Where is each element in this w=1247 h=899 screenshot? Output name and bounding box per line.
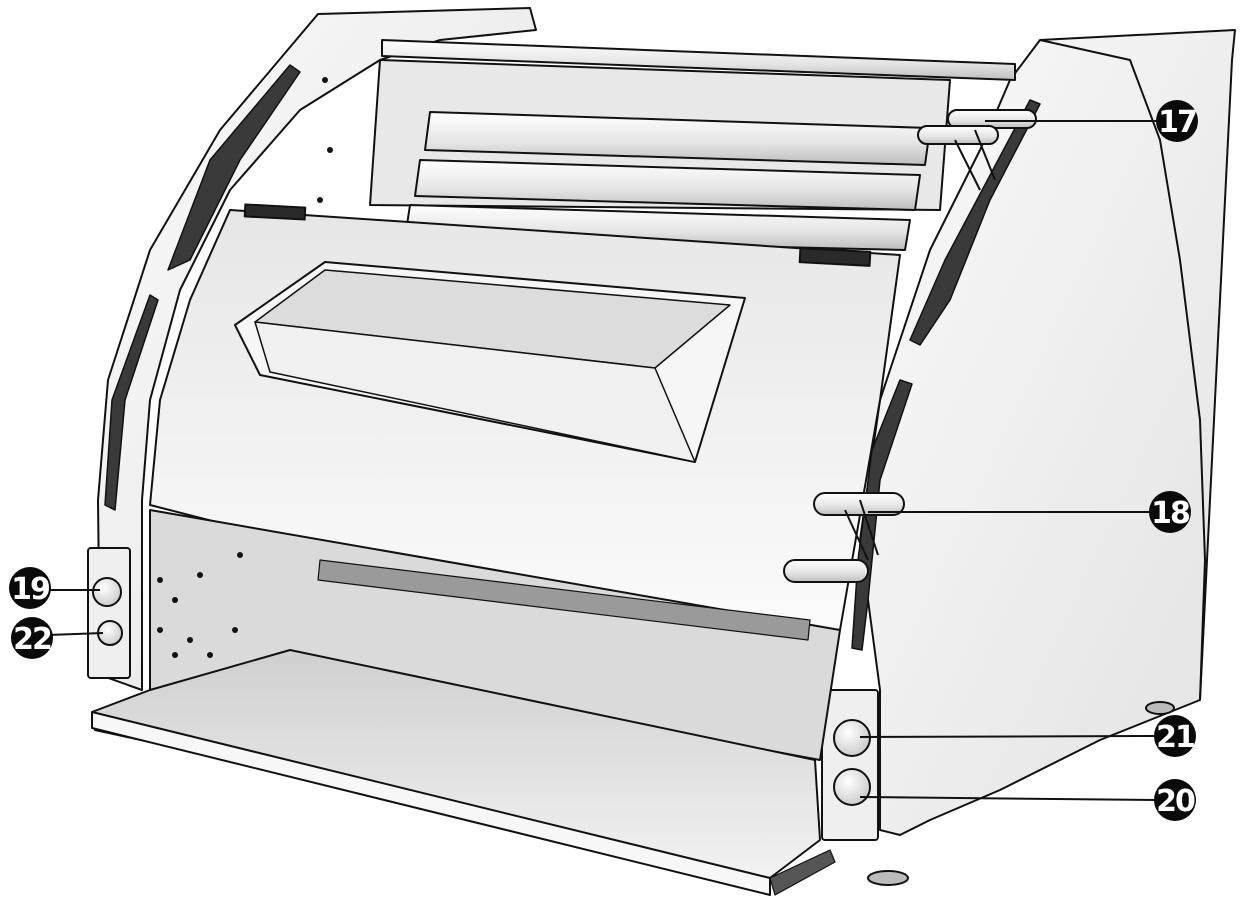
right-control-box	[821, 689, 879, 841]
right-panel-edge	[1039, 39, 1206, 701]
callout-number: 21	[1156, 720, 1194, 755]
callout-layer: 17 18 19 22 21 20	[9, 100, 1198, 821]
tray-foot	[769, 849, 836, 896]
knob-21	[833, 719, 871, 757]
hopper-front	[254, 321, 696, 463]
callout-leader-line	[859, 796, 1159, 801]
upper-handle-pair	[917, 109, 1037, 191]
lower-roller	[317, 559, 811, 641]
roller-1	[424, 111, 931, 166]
knob-19	[92, 577, 122, 607]
callout-number: 17	[1158, 105, 1196, 140]
callout-badge	[1156, 100, 1198, 142]
callout-badge	[9, 567, 51, 609]
callout-20: 20	[859, 779, 1197, 821]
foot-front	[867, 870, 909, 886]
right-side-panel	[859, 29, 1236, 836]
callout-number: 20	[1156, 784, 1195, 819]
inner-plate-screws	[157, 77, 333, 658]
callout-leader-line	[47, 632, 104, 636]
callout-22: 22	[11, 617, 104, 659]
left-control-box	[87, 547, 131, 679]
lower-handle-pair	[783, 492, 905, 583]
left-panel-slot-lower	[104, 294, 159, 511]
callout-18: 18	[868, 491, 1192, 533]
right-panel-slot-lower	[851, 379, 913, 651]
callout-number: 18	[1151, 496, 1190, 531]
callout-badge	[1154, 779, 1196, 821]
knob-20	[833, 768, 871, 806]
callout-badge	[1154, 715, 1196, 757]
output-tray-lip	[91, 711, 771, 896]
top-cross-bar	[381, 39, 1016, 81]
callout-badge	[1149, 491, 1191, 533]
callout-21: 21	[859, 715, 1196, 757]
hood-clip-right	[798, 247, 872, 267]
hood-clip-left	[243, 203, 307, 221]
left-panel-slot-upper	[167, 64, 301, 271]
callout-number: 19	[11, 572, 49, 607]
callout-17: 17	[985, 100, 1198, 142]
callout-number: 22	[13, 622, 51, 657]
foot-rear	[1145, 701, 1175, 715]
callout-badge	[11, 617, 53, 659]
roller-2	[414, 159, 921, 211]
callout-leader-line	[859, 735, 1159, 738]
callout-19: 19	[9, 567, 100, 609]
machine-body	[87, 7, 1236, 896]
